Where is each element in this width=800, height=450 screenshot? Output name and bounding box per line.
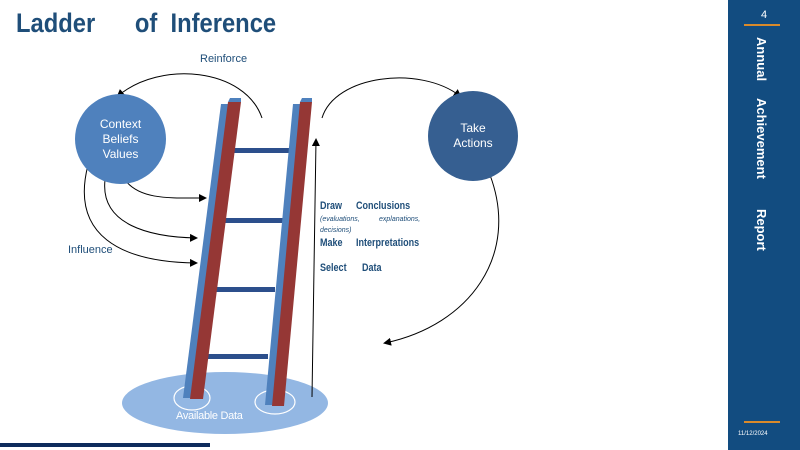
influence-arrow-1 — [124, 179, 207, 203]
circle-text-beliefs: Beliefs — [102, 131, 139, 146]
ladder-rungs — [195, 148, 296, 359]
rung-4 — [195, 354, 268, 359]
influence-label: Influence — [68, 244, 113, 256]
rung-3 — [205, 287, 275, 292]
rung-label-data: Data — [362, 262, 382, 274]
reinforce-label: Reinforce — [200, 53, 248, 65]
take-actions-circle: Take Actions — [428, 91, 518, 181]
sidebar-bottom-accent-line — [744, 421, 780, 423]
ladder-left-rail — [183, 98, 241, 399]
available-data-label: Available Data — [176, 410, 243, 422]
rung-sub-evaluations: (evaluations, — [320, 216, 360, 223]
ladder-climb-arrow — [311, 138, 320, 398]
right-sidebar: 4 Annual Achievement Report 11/12/2024 — [728, 0, 800, 450]
sidebar-label-report: Report — [754, 209, 769, 251]
rung-label-make: Make — [320, 237, 343, 249]
to-actions-arrow — [321, 77, 462, 119]
slide-title: Ladder of Inference — [16, 8, 276, 39]
title-word-ladder: Ladder — [16, 8, 96, 38]
title-word-of: of — [134, 8, 158, 38]
rung-label-select: Select — [320, 262, 347, 274]
feedback-arrow — [383, 174, 500, 346]
sidebar-label-achievement: Achievement — [754, 98, 769, 179]
rung-sub-decisions: decisions) — [320, 227, 352, 234]
rung-label-interpretations: Interpretations — [356, 237, 420, 249]
circle-text-context: Context — [99, 116, 142, 131]
rung-sub-explanations: explanations, — [379, 216, 421, 223]
sidebar-top-accent-line — [744, 24, 780, 26]
context-beliefs-values-circle: Context Beliefs Values — [75, 94, 166, 184]
influence-arrow-2 — [104, 179, 198, 242]
ladder-right-rail — [265, 98, 312, 406]
available-data-base — [122, 372, 328, 434]
circle-text-values: Values — [102, 146, 139, 161]
title-word-inference: Inference — [170, 8, 277, 38]
rung-top — [224, 148, 296, 153]
rung-label-draw: Draw — [320, 200, 343, 212]
influence-arrow-3 — [83, 164, 198, 267]
circle-text-actions: Actions — [453, 136, 493, 150]
rung-2 — [214, 218, 284, 223]
sidebar-label-annual: Annual — [754, 37, 769, 82]
circle-text-take: Take — [460, 121, 486, 135]
page-number: 4 — [760, 9, 768, 21]
bottom-accent-bar — [0, 443, 210, 447]
reinforce-arrow — [116, 73, 263, 119]
ladder-diagram — [83, 73, 500, 434]
rung-label-conclusions: Conclusions — [356, 200, 411, 212]
slide-date: 11/12/2024 — [738, 431, 768, 437]
